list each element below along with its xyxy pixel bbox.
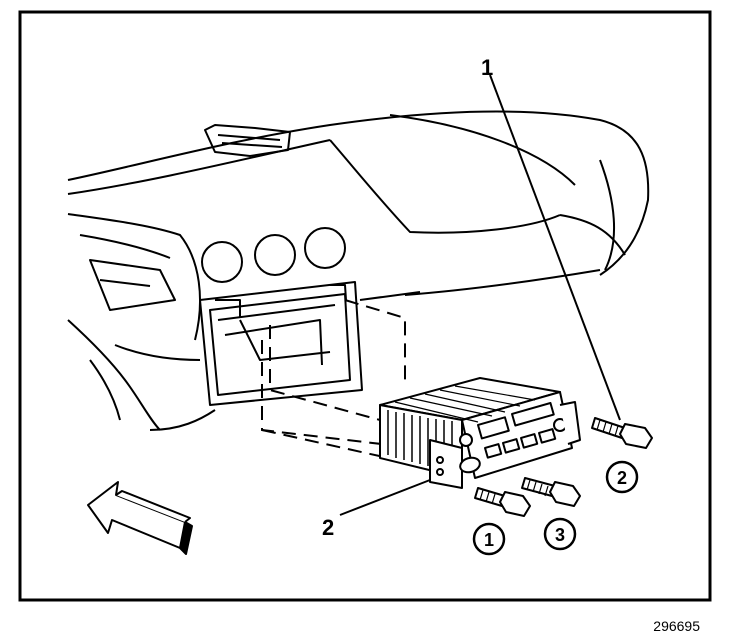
vent-right [304, 227, 346, 269]
circled-callout-1: 1 [472, 522, 506, 556]
circled-callout-3-text: 3 [555, 525, 565, 545]
leader-1 [489, 74, 621, 421]
callout-label-1: 1 [481, 55, 493, 80]
radio-opening [199, 281, 363, 406]
vent-left [201, 241, 243, 283]
bolt-1 [474, 487, 531, 517]
forward-arrow-icon [87, 481, 193, 555]
diagram-frame [18, 10, 712, 602]
leader-2 [339, 479, 431, 516]
instrument-panel [67, 110, 650, 431]
radio-unit [379, 377, 581, 489]
circled-callout-1-text: 1 [484, 530, 494, 550]
bolt-right [591, 417, 653, 449]
circled-callout-3: 3 [543, 517, 577, 551]
circled-callout-2: 2 [605, 460, 639, 494]
vent-center [254, 234, 296, 276]
circled-callout-2-text: 2 [617, 468, 627, 488]
figure-number: 296695 [653, 618, 700, 634]
leader-lines [339, 74, 621, 516]
vent-circles [201, 227, 346, 283]
callout-label-2: 2 [322, 515, 334, 540]
bolt-3 [521, 477, 581, 507]
